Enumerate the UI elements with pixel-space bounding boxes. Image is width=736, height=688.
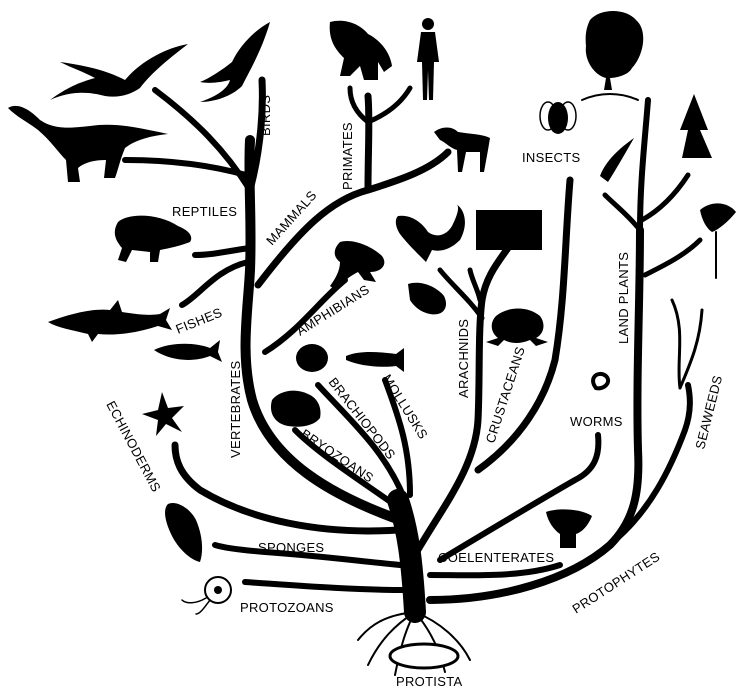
redacted-box	[476, 210, 542, 250]
fern-icon	[600, 138, 634, 182]
horseshoe-crab-icon	[408, 283, 446, 315]
turtle-icon	[115, 216, 191, 262]
label-land-plants: LAND PLANTS	[616, 252, 631, 344]
label-insects: INSECTS	[522, 150, 580, 165]
label-protophytes: PROTOPHYTES	[569, 549, 662, 617]
crab-icon	[486, 309, 548, 347]
human-icon	[417, 18, 439, 100]
fly-icon	[540, 102, 576, 134]
dinosaur-icon	[8, 106, 168, 182]
pterosaur-icon	[50, 44, 188, 100]
label-fishes: FISHES	[174, 305, 225, 337]
shark-icon	[48, 300, 172, 342]
label-mollusks: MOLLUSKS	[379, 372, 431, 442]
scorpion-icon	[396, 204, 465, 262]
label-arachnids: ARACHNIDS	[456, 319, 471, 398]
label-worms: WORMS	[570, 414, 623, 429]
frog-icon	[330, 241, 384, 290]
label-coelenterates: COELENTERATES	[438, 550, 554, 565]
protista-cell-icon	[390, 644, 458, 668]
label-protozoans: PROTOZOANS	[240, 600, 334, 615]
seaweed-icon	[672, 300, 702, 388]
horse-icon	[434, 128, 490, 173]
anemone-icon	[546, 509, 592, 548]
worm-icon	[593, 374, 608, 388]
label-reptiles: REPTILES	[172, 204, 237, 219]
label-mammals: MAMMALS	[263, 188, 320, 248]
conifer-icon	[680, 94, 712, 158]
sponge-icon	[165, 503, 202, 562]
squid-icon	[346, 348, 404, 372]
label-birds: BIRDS	[258, 95, 273, 136]
label-seaweeds: SEAWEEDS	[692, 374, 725, 451]
protozoan-icon	[182, 577, 231, 614]
coral-icon	[271, 391, 321, 427]
shell-icon	[296, 344, 328, 372]
label-sponges: SPONGES	[258, 540, 324, 555]
palm-icon	[700, 203, 736, 278]
starfish-icon	[142, 392, 184, 436]
tree-icon	[582, 11, 643, 100]
label-vertebrates: VERTEBRATES	[228, 361, 243, 458]
fish-icon	[154, 340, 222, 362]
primate-icon	[330, 21, 392, 80]
label-protista: PROTISTA	[396, 674, 462, 688]
label-primates: PRIMATES	[340, 122, 355, 190]
